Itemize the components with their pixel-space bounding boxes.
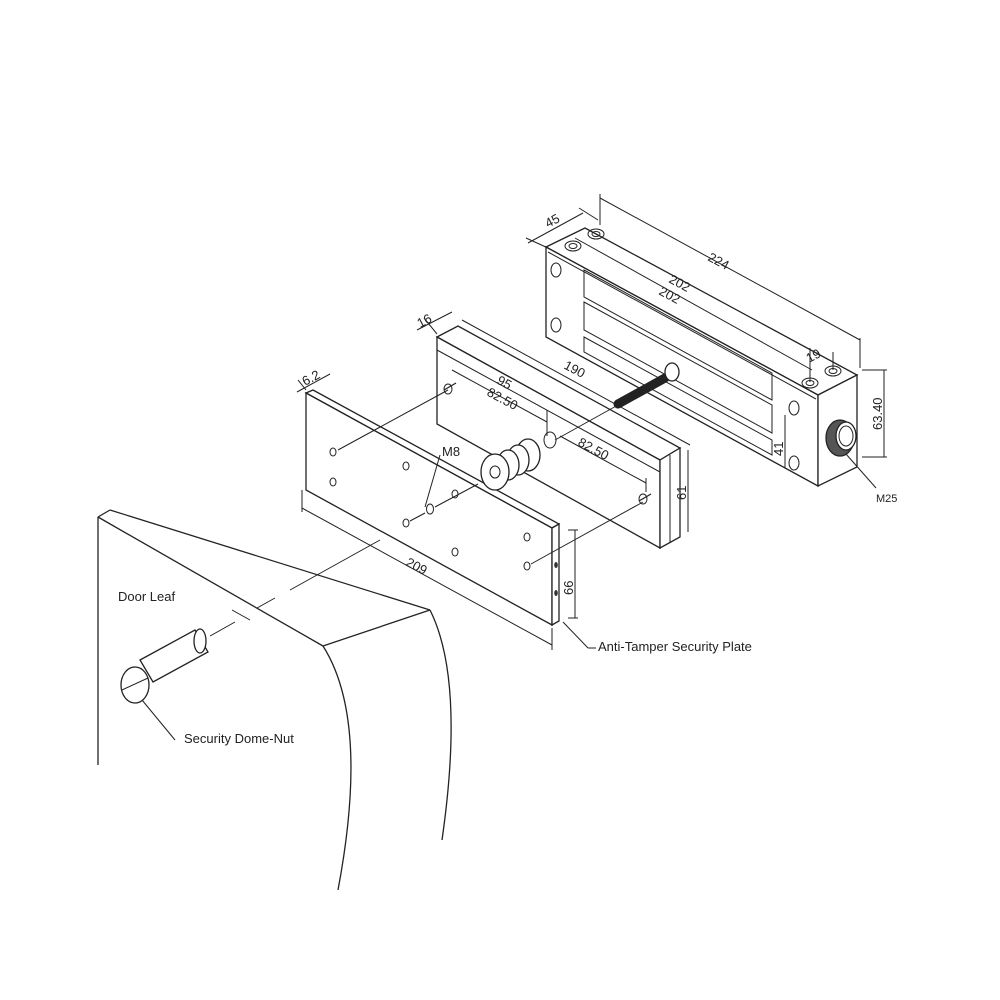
label-m25: M25: [876, 493, 897, 505]
label-anti-tamper-plate: Anti-Tamper Security Plate: [598, 639, 752, 654]
magnet-dimension-lines: 45 224 202 202 19 63.40 41 M25: [525, 194, 897, 505]
label-security-dome-nut: Security Dome-Nut: [184, 731, 294, 746]
dim-armature-height: 61: [674, 486, 689, 500]
spacer-sleeve: [480, 438, 541, 491]
label-m8: M8: [442, 444, 460, 459]
dim-magnet-length: 224: [706, 249, 732, 272]
door-leaf: [97, 509, 452, 891]
electromagnet-body: [544, 227, 859, 488]
security-dome-nut: [120, 621, 236, 741]
label-door-leaf: Door Leaf: [118, 589, 175, 604]
dim-magnet-height: 63.40: [870, 397, 885, 430]
mounting-bolt: [613, 362, 680, 409]
anti-tamper-security-plate: [304, 389, 644, 627]
plate-leader-line: [562, 621, 589, 649]
dim-magnet-face-height: 41: [771, 442, 786, 456]
dim-plate-thickness: 6.2: [299, 367, 322, 389]
armature-plate: [435, 325, 682, 550]
dim-plate-length: 209: [404, 554, 430, 577]
dim-plate-height: 66: [561, 581, 576, 595]
dim-magnet-hole-spacing: 19: [803, 346, 823, 366]
dim-magnet-depth: 45: [542, 211, 562, 231]
dim-armature-thickness: 16: [414, 311, 434, 331]
dim-armature-hole-center: 95: [495, 372, 515, 392]
